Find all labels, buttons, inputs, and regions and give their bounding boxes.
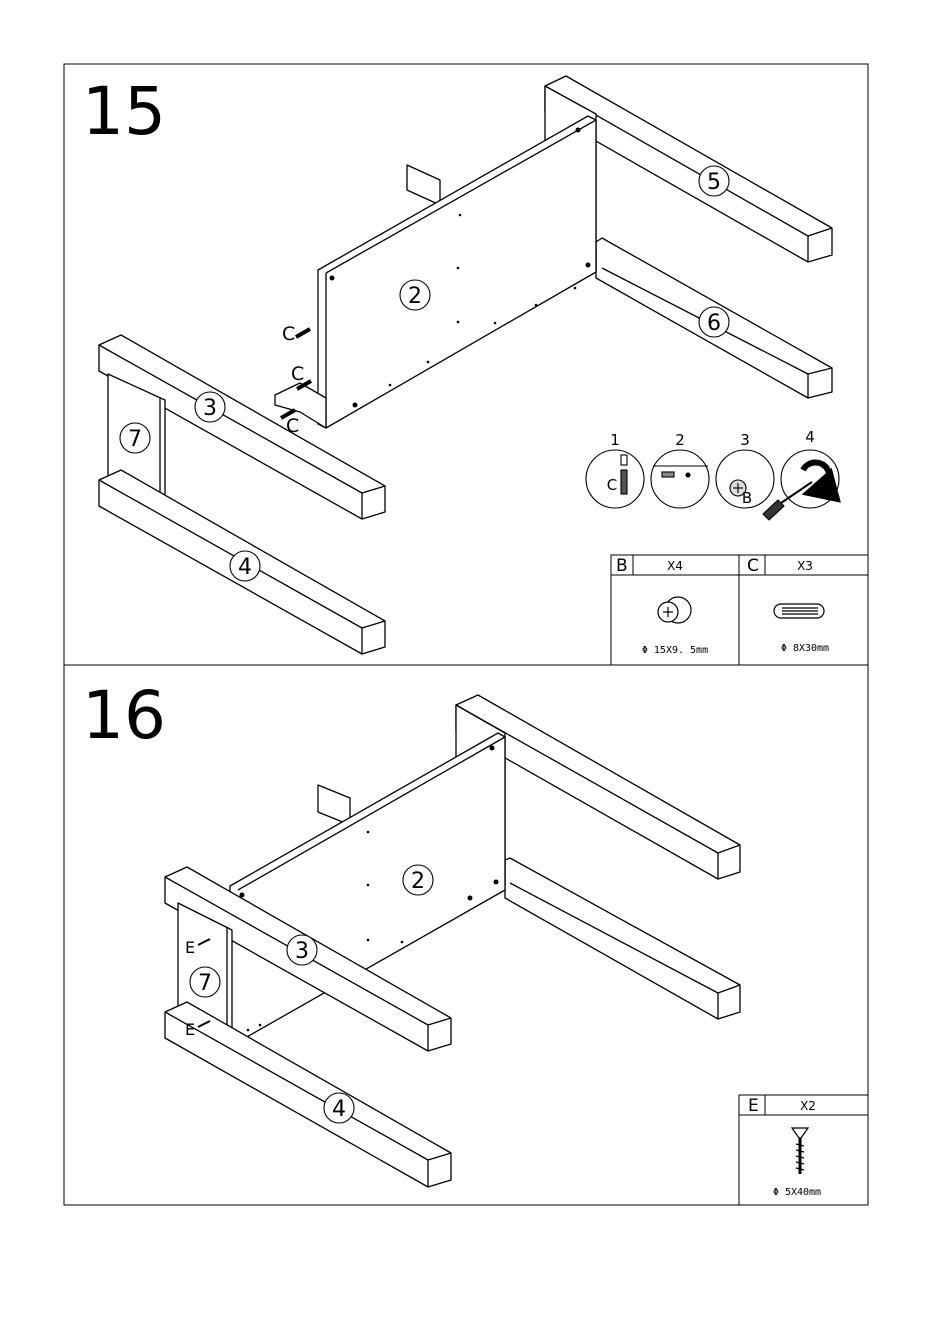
hardware-b-qty: X4 bbox=[667, 559, 683, 573]
dowel-c-label-2: C bbox=[291, 363, 304, 385]
substep-3-letter: B bbox=[742, 489, 752, 507]
hardware-c-letter: C bbox=[747, 556, 759, 576]
part-2-panel bbox=[318, 116, 596, 428]
screw-e-label-2: E bbox=[185, 1020, 195, 1039]
substep-4-number: 4 bbox=[805, 428, 815, 446]
substep-details bbox=[586, 450, 839, 520]
label-2: 2 bbox=[408, 284, 422, 309]
hardware-b-cell: B X4 Φ 15X9. 5mm bbox=[616, 556, 708, 656]
step16-number: 16 bbox=[82, 677, 166, 754]
substep-1-letter: C bbox=[607, 476, 617, 494]
screw-icon bbox=[792, 1128, 808, 1174]
substep-2-number: 2 bbox=[675, 431, 685, 449]
rear-panel-edge bbox=[407, 165, 440, 205]
hardware-e-cell: E X2 Φ 5X40mm bbox=[748, 1096, 821, 1198]
label-7: 7 bbox=[128, 427, 142, 452]
dowel-c-label-3: C bbox=[286, 415, 299, 437]
label16-7: 7 bbox=[198, 971, 212, 996]
hardware-e-letter: E bbox=[748, 1096, 759, 1116]
label-5: 5 bbox=[707, 170, 721, 195]
step16-drawing bbox=[165, 695, 740, 1187]
step15-drawing bbox=[99, 76, 832, 654]
hardware-c-cell: C X3 Φ 8X30mm bbox=[747, 556, 829, 654]
label16-4: 4 bbox=[332, 1097, 346, 1122]
dowel-c-label-1: C bbox=[282, 323, 295, 345]
label16-2: 2 bbox=[411, 869, 425, 894]
wooden-dowel-icon bbox=[774, 604, 824, 618]
step15-number: 15 bbox=[82, 73, 166, 150]
hardware-e-qty: X2 bbox=[800, 1099, 816, 1113]
hardware-b-letter: B bbox=[616, 556, 628, 576]
screw-e-label-1: E bbox=[185, 938, 195, 957]
hardware-e-size: Φ 5X40mm bbox=[773, 1187, 821, 1198]
hardware-c-size: Φ 8X30mm bbox=[781, 643, 829, 654]
cam-lock-icon bbox=[658, 597, 691, 623]
label-3: 3 bbox=[203, 396, 217, 421]
hardware-c-qty: X3 bbox=[797, 559, 813, 573]
substep-1-number: 1 bbox=[610, 431, 620, 449]
label-4: 4 bbox=[238, 555, 252, 580]
label-6: 6 bbox=[707, 311, 721, 336]
hardware-b-size: Φ 15X9. 5mm bbox=[642, 645, 708, 656]
substep-3-number: 3 bbox=[740, 431, 750, 449]
label16-3: 3 bbox=[295, 939, 309, 964]
